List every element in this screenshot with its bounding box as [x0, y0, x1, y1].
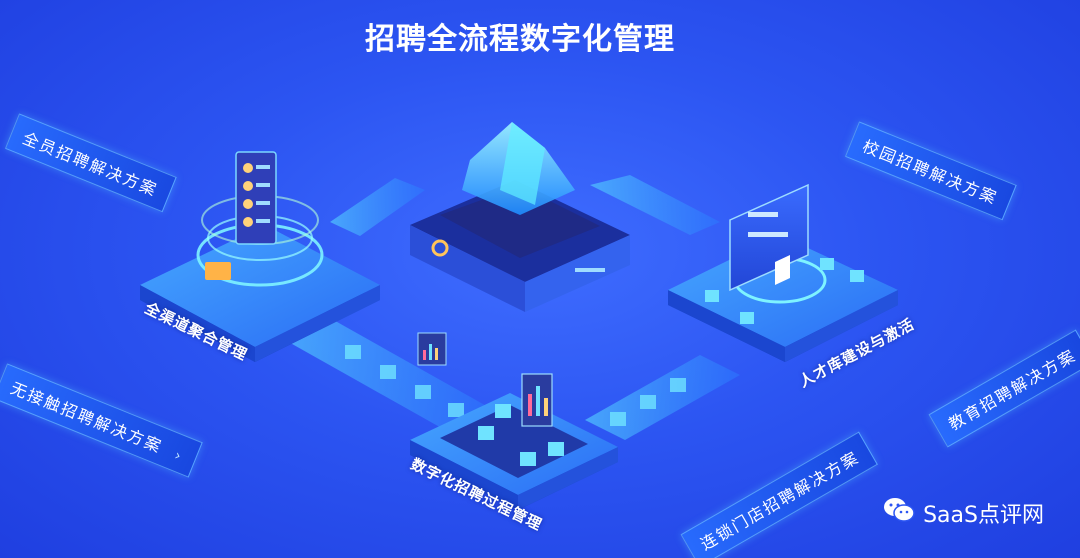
- talent-platform: [668, 183, 898, 362]
- wechat-icon: [883, 496, 915, 530]
- watermark-text: SaaS点评网: [923, 503, 1044, 528]
- chevron-right-icon: ›: [172, 447, 186, 466]
- belt-top-left: [330, 178, 425, 236]
- belt-bottom-right: [585, 355, 740, 440]
- mini-card: [417, 332, 447, 366]
- channel-platform: [140, 151, 380, 362]
- page-title: 招聘全流程数字化管理: [365, 22, 675, 57]
- belt-bottom-left: [285, 318, 490, 430]
- watermark: SaaS点评网: [883, 496, 1044, 530]
- belt-top-right: [590, 175, 720, 235]
- process-platform: [410, 373, 618, 510]
- center-server: [410, 122, 630, 312]
